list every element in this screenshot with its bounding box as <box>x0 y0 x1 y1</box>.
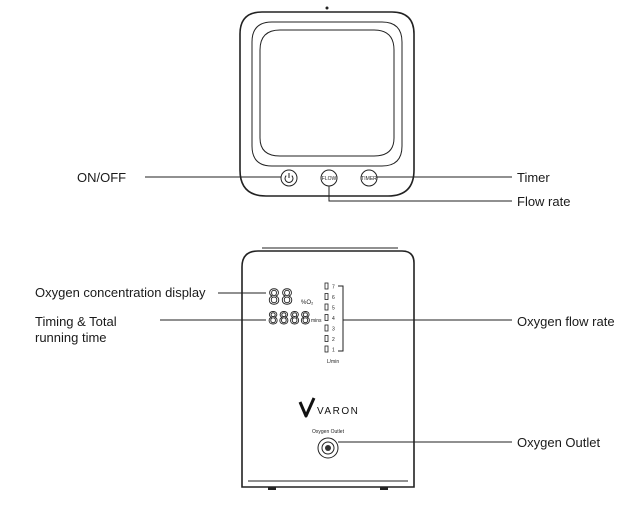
label-oxygen-outlet: Oxygen Outlet <box>517 435 600 450</box>
flow-level-label: 7 <box>332 285 335 291</box>
timer-button-label: TIMER <box>361 176 377 182</box>
top-panel-inner <box>259 29 395 157</box>
label-timing-line2: running time <box>35 330 107 345</box>
label-oxygen-flow-rate: Oxygen flow rate <box>517 314 615 329</box>
flow-level-label: 5 <box>332 306 335 312</box>
flow-level-indicator-icon <box>324 282 329 290</box>
flow-button-label: FLOW <box>322 176 337 182</box>
top-view: FLOW TIMER ON/OFF Timer Flow rate <box>77 6 570 209</box>
flow-level-label: 4 <box>332 316 335 322</box>
time-unit: mins <box>311 318 322 324</box>
label-oxygen-concentration-display: Oxygen concentration display <box>35 285 206 300</box>
flow-level-indicator-icon <box>324 324 329 332</box>
flow-level-indicator-icon <box>324 303 329 311</box>
oxygen-outlet-core <box>325 445 331 451</box>
brand-name: VARON <box>317 406 359 417</box>
label-timing-line1: Timing & Total <box>35 314 117 329</box>
flow-level-label: 3 <box>332 327 335 333</box>
timer-button[interactable] <box>360 169 378 187</box>
flow-level-label: 6 <box>332 295 335 301</box>
leader-flow-rate <box>328 186 512 202</box>
label-timer: Timer <box>517 170 550 185</box>
top-device-body <box>239 11 415 197</box>
concentration-unit: %O₂ <box>301 300 314 306</box>
time-digits: 8888 <box>268 309 311 329</box>
power-icon <box>284 175 294 183</box>
oxygen-outlet[interactable] <box>317 437 339 459</box>
outlet-caption: Oxygen Outlet <box>312 429 345 435</box>
power-button[interactable] <box>280 169 298 187</box>
concentration-digits: 88 <box>268 285 294 309</box>
foot-right <box>380 487 388 490</box>
flow-level-indicator-icon <box>324 293 329 300</box>
flow-level-indicator-icon <box>324 335 329 342</box>
top-panel-outer <box>251 21 403 167</box>
flow-level-label: 1 <box>332 348 335 354</box>
flow-level-indicator-icon <box>324 314 329 321</box>
front-device-body <box>241 250 415 488</box>
label-on-off: ON/OFF <box>77 170 126 185</box>
foot-left <box>268 487 276 490</box>
oxygen-outlet-ring <box>321 441 335 455</box>
flow-scale: 7 6 5 4 3 2 1 <box>324 282 344 354</box>
label-flow-rate: Flow rate <box>517 194 570 209</box>
brand-logo-icon <box>298 397 316 418</box>
front-view: 88 %O₂ 8888 mins 7 6 5 4 3 2 1 L/min VARON Oxy… <box>35 247 615 490</box>
flow-scale-unit: L/min <box>327 359 339 365</box>
top-center-dot <box>325 6 329 10</box>
flow-level-label: 2 <box>332 337 335 343</box>
flow-scale-bracket <box>338 285 344 352</box>
flow-level-indicator-icon <box>324 345 329 353</box>
